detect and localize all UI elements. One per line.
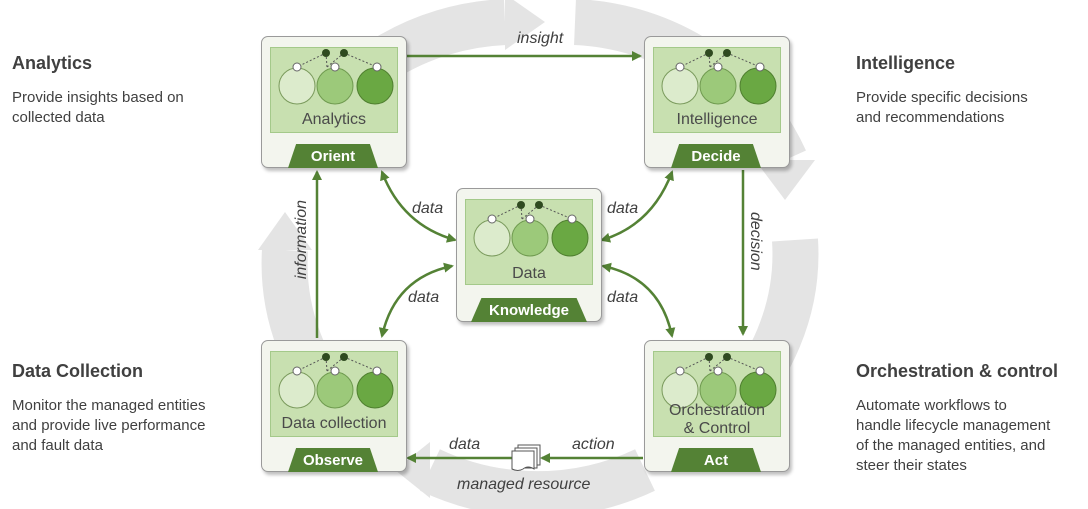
orient-tab: Orient [288, 144, 378, 168]
observe-knowledge-arrow [378, 262, 454, 338]
orient-box-label: Analytics [301, 111, 367, 128]
data-top-right-label: data [607, 200, 639, 217]
knowledge-box: Data Knowledge [456, 188, 602, 322]
observe-box-label: Data collection [281, 415, 387, 432]
node-cluster-icon [661, 353, 777, 409]
document-stack-icon [511, 444, 541, 471]
decide-knowledge-arrow [600, 170, 674, 243]
node-cluster-icon [278, 353, 394, 409]
decide-box-panel: Intelligence [653, 47, 781, 133]
orient-knowledge-arrow [380, 170, 457, 243]
node-cluster-icon [473, 201, 589, 257]
decision-label: decision [747, 212, 764, 271]
orient-box: Analytics Orient [261, 36, 407, 168]
data-bottom-label: data [449, 436, 481, 453]
analytics-title: Analytics [12, 53, 93, 73]
act-tab: Act [671, 448, 761, 472]
decide-box-label: Intelligence [676, 111, 758, 128]
observe-box: Data collection Observe [261, 340, 407, 472]
analytics-description: Provide insights based on collected data [12, 89, 184, 126]
data-top-left-label: data [412, 200, 444, 217]
data-collection-title: Data Collection [12, 361, 144, 381]
data-bottom-left-label: data [408, 289, 440, 306]
decide-box: Intelligence Decide [644, 36, 790, 168]
act-box: Orchestration & Control Act [644, 340, 790, 472]
observe-tab: Observe [288, 448, 378, 472]
data-bottom-right-label: data [607, 289, 639, 306]
act-knowledge-arrow [601, 262, 676, 338]
knowledge-tab: Knowledge [471, 298, 587, 322]
information-label: information [293, 200, 310, 280]
intelligence-description: Provide specific decisions and recommend… [856, 89, 1028, 126]
intelligence-title: Intelligence [856, 53, 956, 73]
orchestration-title: Orchestration & control [856, 361, 1059, 381]
orchestration-description: Automate workflows to handle lifecycle m… [856, 397, 1051, 474]
knowledge-box-panel: Data [465, 199, 593, 285]
node-cluster-icon [661, 49, 777, 105]
observe-box-panel: Data collection [270, 351, 398, 437]
act-box-label: Orchestration & Control [668, 402, 766, 437]
managed-resource-label: managed resource [457, 476, 591, 493]
data-collection-description: Monitor the managed entities and provide… [12, 397, 206, 454]
decide-tab: Decide [671, 144, 761, 168]
orient-box-panel: Analytics [270, 47, 398, 133]
knowledge-box-label: Data [512, 265, 546, 282]
act-box-panel: Orchestration & Control [653, 351, 781, 437]
node-cluster-icon [278, 49, 394, 105]
insight-label: insight [517, 30, 564, 47]
action-label: action [572, 436, 615, 453]
